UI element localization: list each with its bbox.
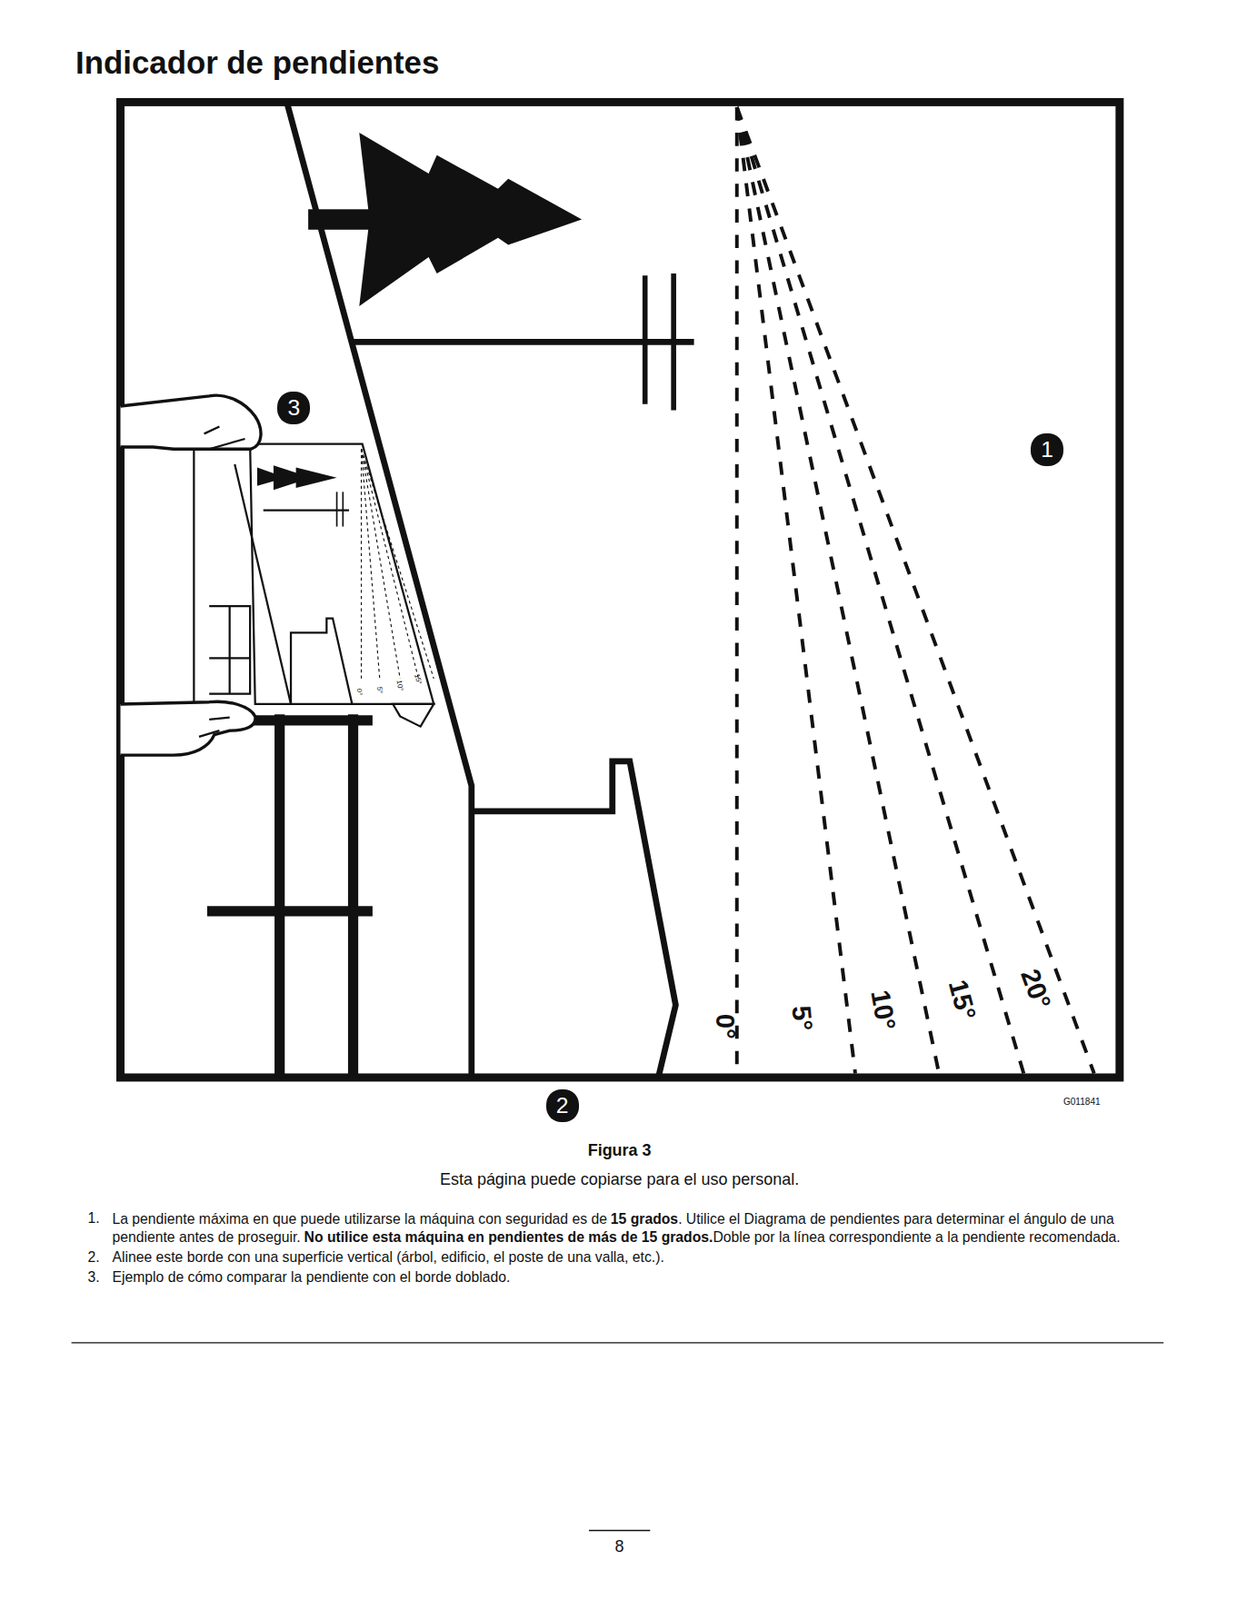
page-number: 8 — [615, 1537, 625, 1557]
angle-label: 5° — [785, 1004, 819, 1033]
angle-label-small: 5° — [375, 686, 385, 694]
note-number: 3. — [88, 1269, 100, 1287]
angle-label: 15° — [941, 977, 982, 1024]
note-number: 1. — [88, 1210, 100, 1228]
note-text: Ejemplo de cómo comparar la pendiente co… — [112, 1269, 511, 1287]
callout-number: 3 — [277, 391, 310, 425]
angle-label: 0° — [708, 1014, 740, 1040]
note-text: La pendiente máxima en que puede utiliza… — [112, 1211, 608, 1228]
angle-label: 20° — [1013, 966, 1057, 1015]
note-text: Alinee este borde con una superficie ver… — [112, 1249, 665, 1267]
callout-number: 2 — [546, 1089, 579, 1123]
angle-label-small: 0° — [355, 688, 364, 697]
angle-label: 10° — [864, 987, 902, 1033]
note-emphasis: No utilice esta máquina en pendientes de… — [304, 1229, 714, 1246]
copy-note: Esta página puede copiarse para el uso p… — [439, 1170, 799, 1190]
note-text: Doble por la línea correspondiente a la … — [712, 1229, 1120, 1246]
note-text: La pendiente máxima en que puede utiliza… — [112, 1210, 1168, 1248]
figure-code: G011841 — [1063, 1097, 1101, 1108]
note-emphasis: 15 grados — [610, 1211, 679, 1228]
callout-number: 1 — [1030, 433, 1064, 467]
note-number: 2. — [88, 1249, 100, 1267]
figure-caption: Figura 3 — [588, 1141, 652, 1161]
page-title: Indicador de pendientes — [75, 44, 439, 81]
